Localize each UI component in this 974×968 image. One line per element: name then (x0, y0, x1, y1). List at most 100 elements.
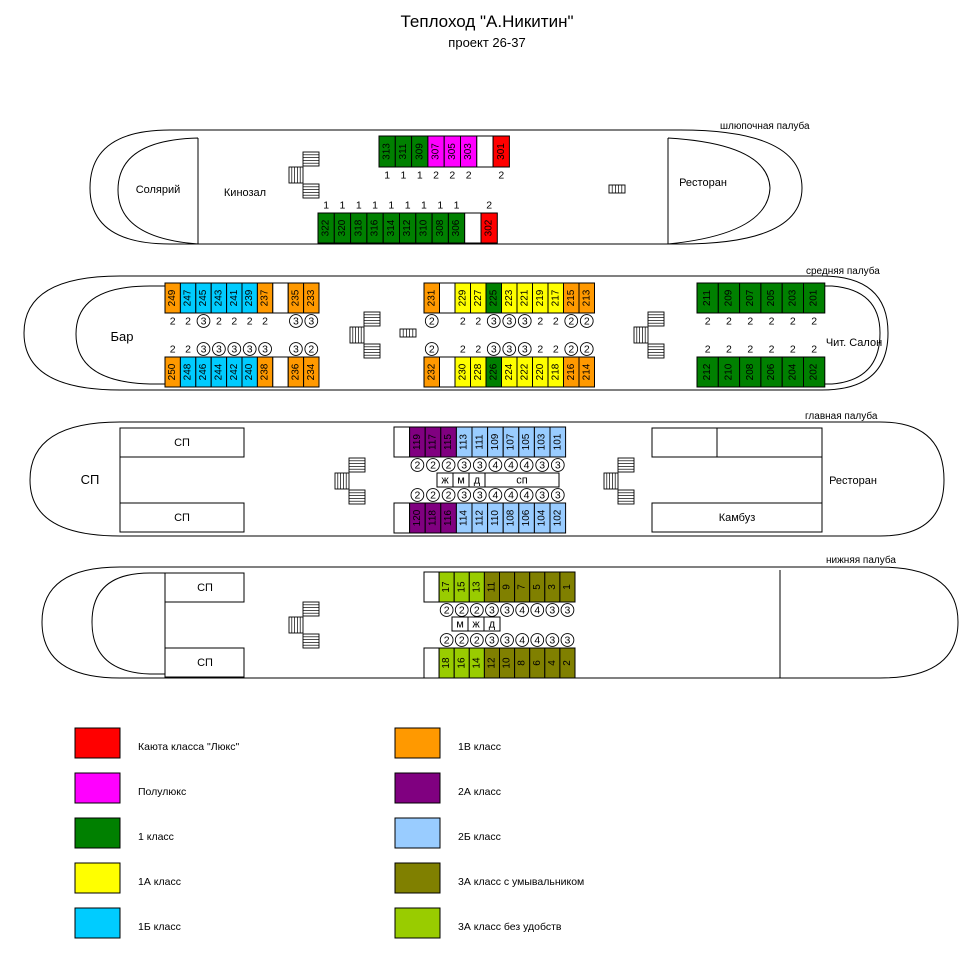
cabin[interactable]: 110 (487, 502, 504, 534)
cabin[interactable]: 18 (438, 647, 455, 679)
cabin[interactable]: 247 (179, 282, 197, 314)
cabin[interactable]: 208 (739, 356, 762, 388)
cabin[interactable]: 6 (529, 647, 546, 679)
cabin-box[interactable] (272, 356, 289, 388)
cabin[interactable]: 303 (460, 135, 478, 168)
cabin[interactable]: 231 (423, 282, 440, 314)
cabin[interactable]: 230 (454, 356, 471, 388)
cabin[interactable]: 109 (487, 426, 504, 458)
cabin[interactable]: 1 (559, 571, 576, 603)
cabin[interactable]: 9 (499, 571, 516, 603)
cabin[interactable]: 312 (399, 212, 417, 244)
cabin[interactable] (423, 571, 440, 603)
cabin-box[interactable] (303, 282, 320, 314)
cabin[interactable]: 12 (483, 647, 500, 679)
cabin[interactable]: 234 (303, 356, 320, 388)
cabin-box[interactable] (393, 502, 411, 534)
cabin-box[interactable] (480, 212, 498, 244)
cabin[interactable]: 301 (492, 135, 510, 168)
cabin[interactable]: 320 (333, 212, 352, 244)
cabin[interactable] (393, 502, 411, 534)
cabin[interactable]: 105 (518, 426, 535, 458)
cabin-box[interactable] (549, 426, 567, 458)
cabin[interactable]: 244 (210, 356, 228, 388)
cabin[interactable]: 102 (549, 502, 567, 534)
cabin[interactable]: 206 (760, 356, 783, 388)
cabin[interactable]: 214 (578, 356, 595, 388)
cabin[interactable]: 215 (563, 282, 580, 314)
cabin[interactable]: 117 (424, 426, 442, 458)
cabin[interactable] (464, 212, 482, 244)
cabin[interactable]: 111 (471, 426, 489, 458)
cabin[interactable]: 13 (468, 571, 485, 603)
cabin[interactable]: 217 (547, 282, 564, 314)
cabin[interactable]: 104 (533, 502, 551, 534)
cabin[interactable]: 14 (468, 647, 485, 679)
cabin[interactable]: 226 (485, 356, 502, 388)
cabin[interactable]: 108 (502, 502, 520, 534)
cabin[interactable]: 229 (454, 282, 471, 314)
cabin[interactable]: 250 (164, 356, 181, 388)
cabin-box[interactable] (439, 282, 456, 314)
cabin-box[interactable] (303, 356, 320, 388)
cabin[interactable]: 204 (781, 356, 805, 388)
cabin[interactable]: 213 (578, 282, 595, 314)
cabin[interactable]: 305 (443, 135, 462, 168)
cabin[interactable] (439, 282, 456, 314)
cabin-box[interactable] (464, 212, 482, 244)
cabin[interactable]: 218 (547, 356, 564, 388)
cabin[interactable] (272, 356, 289, 388)
cabin[interactable]: 314 (382, 212, 401, 244)
cabin-box[interactable] (439, 356, 456, 388)
cabin-box[interactable] (492, 135, 510, 168)
cabin[interactable]: 222 (516, 356, 533, 388)
cabin[interactable]: 119 (409, 426, 426, 458)
cabin[interactable]: 223 (501, 282, 518, 314)
cabin[interactable]: 306 (447, 212, 466, 244)
cabin[interactable]: 15 (453, 571, 470, 603)
cabin[interactable]: 113 (455, 426, 473, 458)
cabin[interactable]: 120 (409, 502, 426, 534)
cabin[interactable] (439, 356, 456, 388)
cabin[interactable]: 115 (440, 426, 457, 458)
cabin-box[interactable] (423, 647, 440, 679)
cabin-box[interactable] (559, 571, 576, 603)
cabin-box[interactable] (476, 135, 494, 168)
cabin[interactable]: 240 (241, 356, 258, 388)
cabin[interactable]: 237 (256, 282, 274, 314)
cabin[interactable]: 249 (164, 282, 181, 314)
cabin[interactable]: 216 (563, 356, 580, 388)
cabin[interactable]: 201 (803, 282, 826, 314)
cabin[interactable]: 228 (470, 356, 487, 388)
cabin[interactable]: 114 (455, 502, 473, 534)
cabin[interactable]: 212 (696, 356, 719, 388)
cabin[interactable]: 318 (350, 212, 368, 244)
cabin[interactable]: 248 (179, 356, 197, 388)
cabin[interactable]: 118 (424, 502, 442, 534)
cabin[interactable]: 112 (471, 502, 489, 534)
cabin[interactable]: 203 (781, 282, 805, 314)
cabin[interactable]: 236 (287, 356, 305, 388)
cabin[interactable] (476, 135, 494, 168)
cabin[interactable]: 245 (195, 282, 212, 314)
cabin[interactable]: 103 (533, 426, 551, 458)
cabin[interactable]: 7 (514, 571, 531, 603)
cabin[interactable]: 308 (431, 212, 449, 244)
cabin[interactable]: 17 (438, 571, 455, 603)
cabin-box[interactable] (803, 356, 826, 388)
cabin[interactable]: 242 (226, 356, 243, 388)
cabin[interactable]: 107 (502, 426, 520, 458)
cabin[interactable]: 239 (241, 282, 258, 314)
cabin[interactable] (423, 647, 440, 679)
cabin[interactable]: 4 (544, 647, 561, 679)
cabin-box[interactable] (803, 282, 826, 314)
cabin[interactable]: 5 (529, 571, 546, 603)
cabin-box[interactable] (578, 282, 595, 314)
cabin[interactable]: 313 (378, 135, 396, 168)
cabin[interactable]: 238 (256, 356, 274, 388)
cabin[interactable]: 225 (485, 282, 502, 314)
cabin[interactable]: 207 (739, 282, 762, 314)
cabin[interactable]: 202 (803, 356, 826, 388)
cabin[interactable]: 243 (210, 282, 228, 314)
cabin[interactable]: 322 (317, 212, 335, 244)
